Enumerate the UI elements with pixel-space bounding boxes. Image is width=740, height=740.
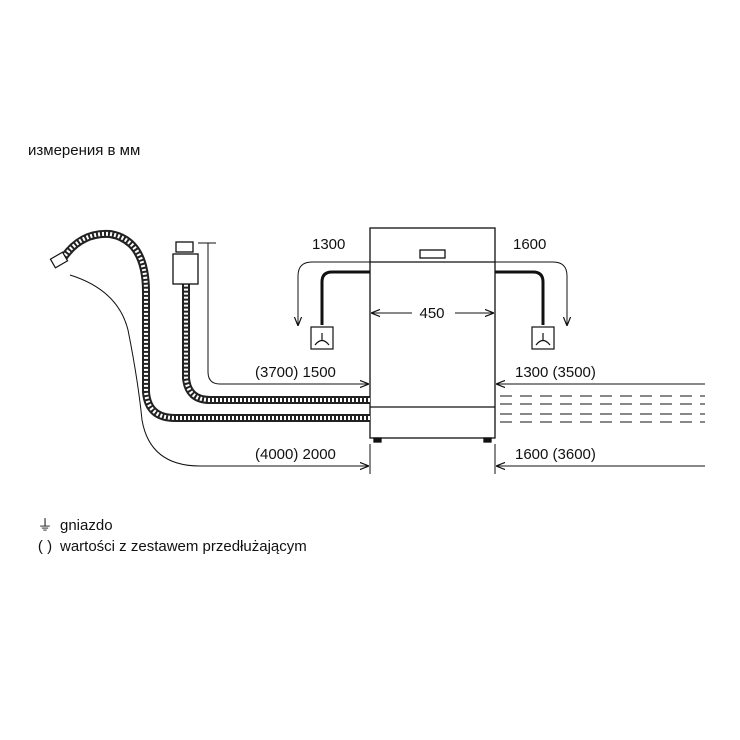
top-left-dimension: 1300 xyxy=(312,236,345,253)
socket-icon xyxy=(531,326,555,350)
drain-hose xyxy=(49,229,370,422)
left-mid-dimension-group: (3700) 1500 xyxy=(207,243,368,384)
width-dimension: 450 xyxy=(372,305,493,322)
right-bottom-dimension: 1600 (3600) xyxy=(515,446,596,463)
legend-extension-label: wartości z zestawem przedłużającym xyxy=(60,538,307,555)
left-bottom-dimension-group: (4000) 2000 xyxy=(69,274,368,466)
socket-symbol-icon: ⏚ xyxy=(37,517,53,534)
left-power-cable: 1300 xyxy=(298,236,370,350)
right-bottom-dimension-group: 1600 (3600) xyxy=(497,446,705,466)
legend-socket-label: gniazdo xyxy=(60,517,113,534)
right-mid-dimension: 1300 (3500) xyxy=(515,364,596,381)
left-mid-dimension: (3700) 1500 xyxy=(255,364,336,381)
left-bottom-dimension: (4000) 2000 xyxy=(255,446,336,463)
diagram-title: измерения в мм xyxy=(28,142,141,159)
extension-symbol: ( ) xyxy=(37,538,53,555)
right-power-cable: 1600 xyxy=(495,236,567,350)
legend: ⏚ gniazdo ( ) wartości z zestawem przedł… xyxy=(36,515,307,557)
dishwasher-outline xyxy=(369,227,496,443)
legend-extension: ( ) wartości z zestawem przedłużającym xyxy=(36,536,307,557)
extension-lines xyxy=(369,444,496,474)
width-label: 450 xyxy=(419,305,444,322)
inlet-hose xyxy=(172,241,370,404)
top-right-dimension: 1600 xyxy=(513,236,546,253)
right-mid-dimension-group: 1300 (3500) xyxy=(497,364,705,384)
legend-socket: ⏚ gniazdo xyxy=(36,515,307,536)
socket-icon xyxy=(310,326,334,350)
hose-continuation xyxy=(500,395,705,423)
